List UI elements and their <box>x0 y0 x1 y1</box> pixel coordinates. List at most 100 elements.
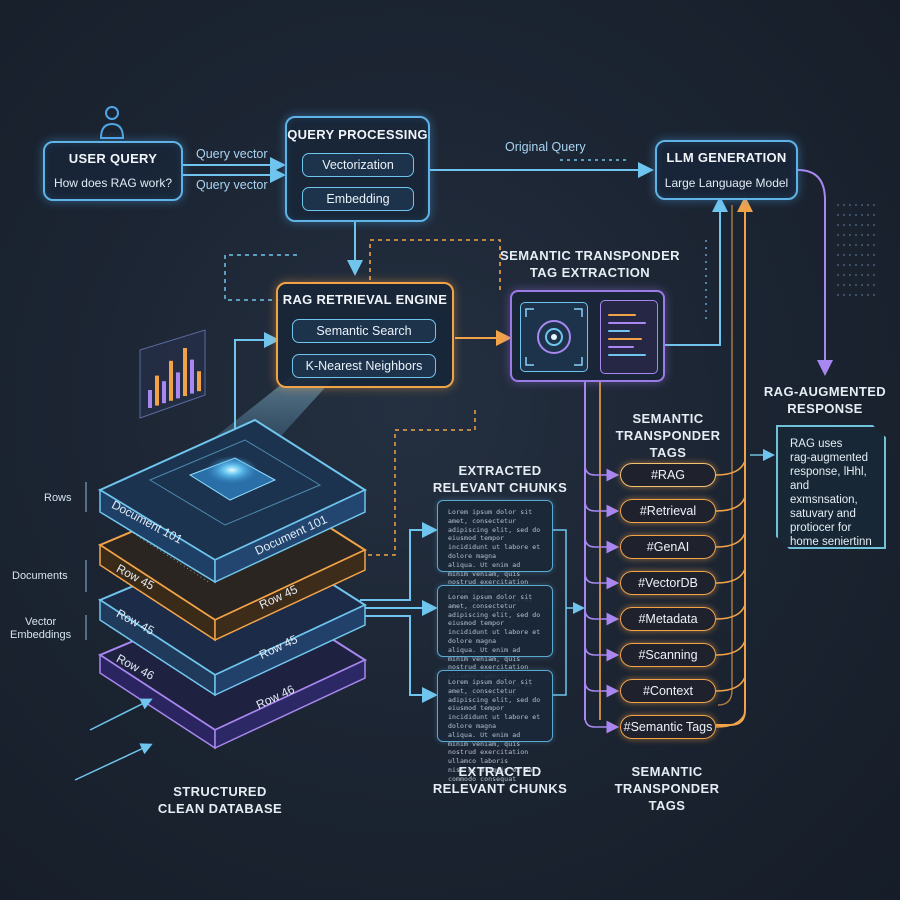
mini-chart-bar <box>148 390 152 408</box>
user-icon <box>99 106 125 139</box>
code-panel <box>600 300 658 374</box>
grid-dot <box>867 244 869 246</box>
documents-label: Documents <box>12 570 68 582</box>
tags-heading-bottom-line1: SEMANTIC <box>631 764 703 779</box>
embedding-step: Embedding <box>302 187 414 211</box>
grid-dot <box>855 254 857 256</box>
grid-dot <box>861 294 863 296</box>
tag-feeder-line <box>584 716 620 734</box>
chunks-heading-top: EXTRACTED RELEVANT CHUNKS <box>420 462 580 496</box>
tags-heading-top: SEMANTIC TRANSPONDER TAGS <box>598 410 738 461</box>
user-query-box: USER QUERY How does RAG work? <box>43 141 183 201</box>
chunk-line: Lorem ipsum dolor sit amet, consectetur <box>448 593 533 610</box>
mini-chart-bar <box>190 359 194 394</box>
grid-dot <box>849 234 851 236</box>
grid-dot <box>843 284 845 286</box>
grid-dot <box>843 294 845 296</box>
tags-heading-bottom: SEMANTIC TRANSPONDER TAGS <box>597 763 737 814</box>
grid-dot <box>849 294 851 296</box>
grid-dot <box>861 274 863 276</box>
tag-feeder-line <box>584 536 620 554</box>
response-line: satuvary and <box>790 508 856 520</box>
tag-feeder-line <box>584 644 620 662</box>
grid-dot <box>837 254 839 256</box>
grid-dot <box>855 204 857 206</box>
grid-dot <box>873 284 875 286</box>
grid-dot <box>843 254 845 256</box>
grid-dot <box>873 254 875 256</box>
tag-extraction-box <box>510 290 665 382</box>
grid-dot <box>873 274 875 276</box>
retrieval-engine-box: RAG RETRIEVAL ENGINE Semantic Search K-N… <box>276 282 454 388</box>
mini-chart-bar <box>155 375 159 406</box>
chunk-line: adipiscing elit, sed do eiusmod tempor <box>448 610 541 628</box>
grid-dot <box>873 244 875 246</box>
chunk-line: incididunt ut labore et dolore magna <box>448 543 541 560</box>
grid-dot <box>861 234 863 236</box>
chunk-line: adipiscing elit, sed do eiusmod tempor <box>448 525 541 543</box>
grid-dot <box>861 224 863 226</box>
vectorization-step: Vectorization <box>302 153 414 177</box>
grid-dot <box>861 244 863 246</box>
tag-rag: #RAG <box>620 463 716 487</box>
grid-dot <box>855 284 857 286</box>
tag-extraction-line2: TAG EXTRACTION <box>529 265 651 280</box>
chunk-card-1: Lorem ipsum dolor sit amet, consectetur … <box>437 500 553 613</box>
tag-output-line <box>715 676 746 692</box>
query-processing-title: QUERY PROCESSING <box>287 127 428 142</box>
grid-dot <box>861 214 863 216</box>
tag-feeder-line <box>584 608 620 626</box>
grid-dot <box>867 234 869 236</box>
chunk-line: aliqua. Ut enim ad minim veniam, quis <box>448 645 521 663</box>
tag-genai: #GenAI <box>620 535 716 559</box>
chunk-card-2: Lorem ipsum dolor sit amet, consectetur … <box>437 585 553 698</box>
tags-heading-bottom-line2: TRANSPONDER <box>614 781 720 796</box>
response-line: RAG uses <box>790 438 843 450</box>
tag-output-line <box>715 496 746 512</box>
grid-dot <box>855 244 857 246</box>
scanner-panel <box>520 302 588 372</box>
chunks-heading-top-line1: EXTRACTED <box>458 463 542 478</box>
grid-dot <box>867 264 869 266</box>
chunk-line: incididunt ut labore et dolore magna <box>448 628 541 645</box>
knn-step: K-Nearest Neighbors <box>292 354 436 378</box>
tag-context: #Context <box>620 679 716 703</box>
tag-feeder-line <box>584 464 620 482</box>
grid-dot <box>837 204 839 206</box>
chunk-line: aliqua. Ut enim ad minim veniam, quis <box>448 730 521 748</box>
grid-dot <box>837 234 839 236</box>
tag-output-line <box>715 640 746 656</box>
tag-scanning: #Scanning <box>620 643 716 667</box>
query-vector-label-2: Query vector <box>196 178 268 192</box>
grid-dot <box>837 294 839 296</box>
grid-dot <box>855 234 857 236</box>
grid-dot <box>843 204 845 206</box>
grid-dot <box>849 274 851 276</box>
grid-dot <box>849 284 851 286</box>
mini-chart <box>139 329 206 419</box>
grid-dot <box>837 264 839 266</box>
grid-dot <box>849 224 851 226</box>
grid-dot <box>837 244 839 246</box>
tag-feeder-line <box>584 500 620 518</box>
response-line: rag-augmented <box>790 452 868 464</box>
grid-dot <box>867 214 869 216</box>
grid-dot <box>873 264 875 266</box>
tags-heading-line2: TRANSPONDER <box>615 428 721 443</box>
grid-dot <box>867 204 869 206</box>
grid-dot <box>843 274 845 276</box>
response-title-line2: RESPONSE <box>787 401 863 416</box>
grid-dot <box>873 294 875 296</box>
chunk-line: Lorem ipsum dolor sit amet, consectetur <box>448 678 533 695</box>
grid-dot <box>837 284 839 286</box>
grid-dot <box>861 264 863 266</box>
database-title-line2: CLEAN DATABASE <box>157 801 283 816</box>
grid-dot <box>873 234 875 236</box>
retrieval-title: RAG RETRIEVAL ENGINE <box>282 292 448 307</box>
grid-dot <box>849 214 851 216</box>
grid-dot <box>849 254 851 256</box>
user-query-title: USER QUERY <box>68 151 158 166</box>
rows-label: Rows <box>44 492 72 504</box>
response-title: RAG-AUGMENTED RESPONSE <box>755 383 895 417</box>
grid-dot <box>849 244 851 246</box>
